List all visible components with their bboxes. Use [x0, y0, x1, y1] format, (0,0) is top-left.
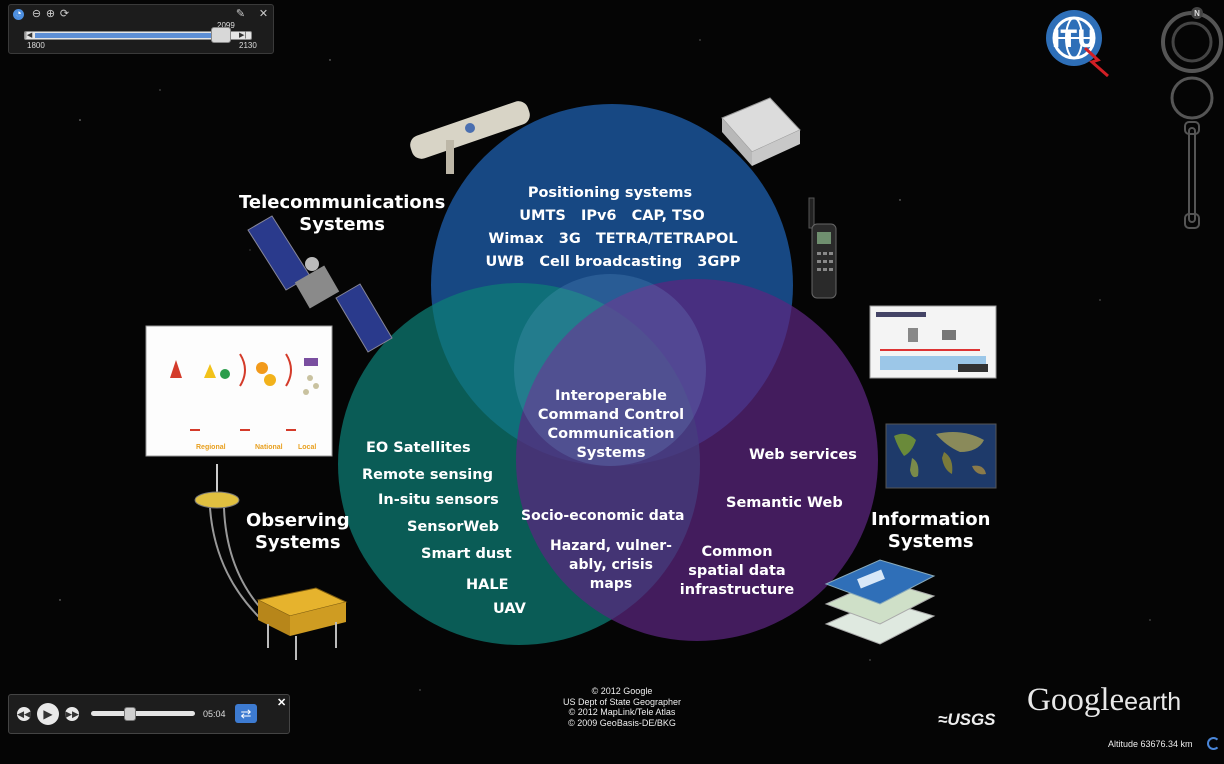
tour-time-label: 05:04	[203, 709, 226, 719]
venn-left-item: UAV	[493, 601, 526, 617]
itu-logo: ITU	[1046, 10, 1109, 78]
fast-forward-button[interactable]: ▶▶	[65, 707, 79, 721]
earth-wordmark: earth	[1124, 688, 1182, 716]
information-systems-label: Information Systems	[871, 509, 991, 552]
tour-progress-handle[interactable]	[124, 707, 136, 721]
play-button[interactable]: ▶	[37, 703, 59, 725]
usgs-logo: ≈USGS	[938, 710, 996, 729]
venn-left-item: SensorWeb	[407, 519, 500, 535]
venn-top-item: Wimax 3G TETRA/TETRAPOL	[488, 231, 738, 247]
venn-left-item: In-situ sensors	[378, 492, 499, 508]
seafloor-instrument-icon	[256, 587, 348, 660]
svg-text:National: National	[255, 444, 283, 451]
tour-player-panel: ◀◀ ▶ ▶▶ 05:04 ⇄ ✕	[8, 694, 290, 734]
time-slider-handle[interactable]	[211, 27, 231, 43]
observing-diagram-thumbnail: Regional National Local	[145, 325, 333, 457]
google-earth-logo: Googleearth	[1027, 682, 1181, 719]
current-year-label: 2099	[217, 21, 235, 30]
step-back-icon[interactable]: |◀	[25, 32, 33, 39]
tour-progress-track[interactable]	[91, 711, 195, 716]
venn-left-item: Smart dust	[421, 546, 512, 562]
router-icon	[721, 97, 801, 166]
copyright-line: © 2012 Google	[591, 686, 653, 696]
world-map-thumbnail	[885, 423, 997, 489]
google-wordmark: Google	[1027, 682, 1125, 718]
globe-shadow-icon	[514, 274, 706, 466]
copyright-line: © 2012 MapLink/Tele Atlas	[568, 707, 676, 717]
venn-left-item: HALE	[466, 577, 509, 593]
phone-icon	[808, 197, 837, 299]
warning-system-thumbnail	[869, 305, 997, 379]
venn-center-title: Interoperable Command Control Communicat…	[537, 388, 685, 461]
zoom-out-icon[interactable]: ⊖	[31, 8, 42, 20]
venn-top-item: UMTS IPv6 CAP, TSO	[519, 208, 705, 224]
venn-right-item: Common spatial data infrastructure	[679, 544, 795, 598]
venn-right-item: Web services	[749, 447, 857, 463]
wrench-icon[interactable]: ✎	[235, 8, 246, 20]
close-icon[interactable]: ✕	[258, 8, 269, 20]
zoom-in-icon[interactable]: ⊕	[45, 8, 56, 20]
venn-right-item: Semantic Web	[726, 495, 843, 511]
altitude-readout: Altitude 63676.34 km	[1108, 739, 1193, 749]
map-layers-icon	[824, 559, 936, 645]
venn-bottom-item: Hazard, vulner- ably, crisis maps	[550, 538, 672, 592]
navigation-controls: N	[1161, 7, 1223, 229]
observing-systems-label: Observing Systems	[246, 510, 350, 553]
copyright-notice: © 2012 Google US Dept of State Geographe…	[563, 686, 681, 728]
svg-text:ITU: ITU	[1052, 25, 1097, 53]
speed-icon[interactable]: ⟳	[59, 8, 70, 20]
venn-top-item: UWB Cell broadcasting 3GPP	[485, 254, 741, 270]
start-year-label: 1800	[27, 41, 45, 50]
venn-left-item: Remote sensing	[362, 467, 493, 483]
svg-text:N: N	[1194, 9, 1200, 18]
copyright-line: US Dept of State Geographer	[562, 696, 682, 707]
tour-close-icon[interactable]: ✕	[277, 697, 287, 709]
satellite-icon	[247, 215, 393, 353]
venn-left-item: EO Satellites	[366, 440, 471, 456]
time-icon[interactable]: ◔	[13, 9, 24, 20]
svg-text:Regional: Regional	[196, 444, 226, 451]
rewind-button[interactable]: ◀◀	[17, 707, 31, 721]
loop-button[interactable]: ⇄	[235, 704, 257, 723]
copyright-line: © 2009 GeoBasis-DE/BKG	[568, 717, 676, 728]
svg-text:Local: Local	[298, 444, 316, 451]
venn-bottom-item: Socio-economic data	[521, 508, 685, 524]
step-forward-icon[interactable]: ▶|	[239, 32, 247, 39]
telecom-systems-label: Telecommunications Systems	[239, 192, 446, 235]
venn-top-item: Positioning systems	[527, 185, 693, 201]
loading-spinner-icon	[1207, 737, 1220, 750]
venn-diagram	[338, 104, 878, 645]
venn-circle-information	[516, 279, 878, 641]
antenna-icon	[410, 101, 530, 174]
time-slider-panel: ◔ ⊖ ⊕ ⟳ ✎ ✕ 2099 |◀ ▶| 1800 2130	[8, 4, 274, 54]
end-year-label: 2130	[239, 41, 257, 50]
time-slider-fill	[35, 33, 220, 38]
